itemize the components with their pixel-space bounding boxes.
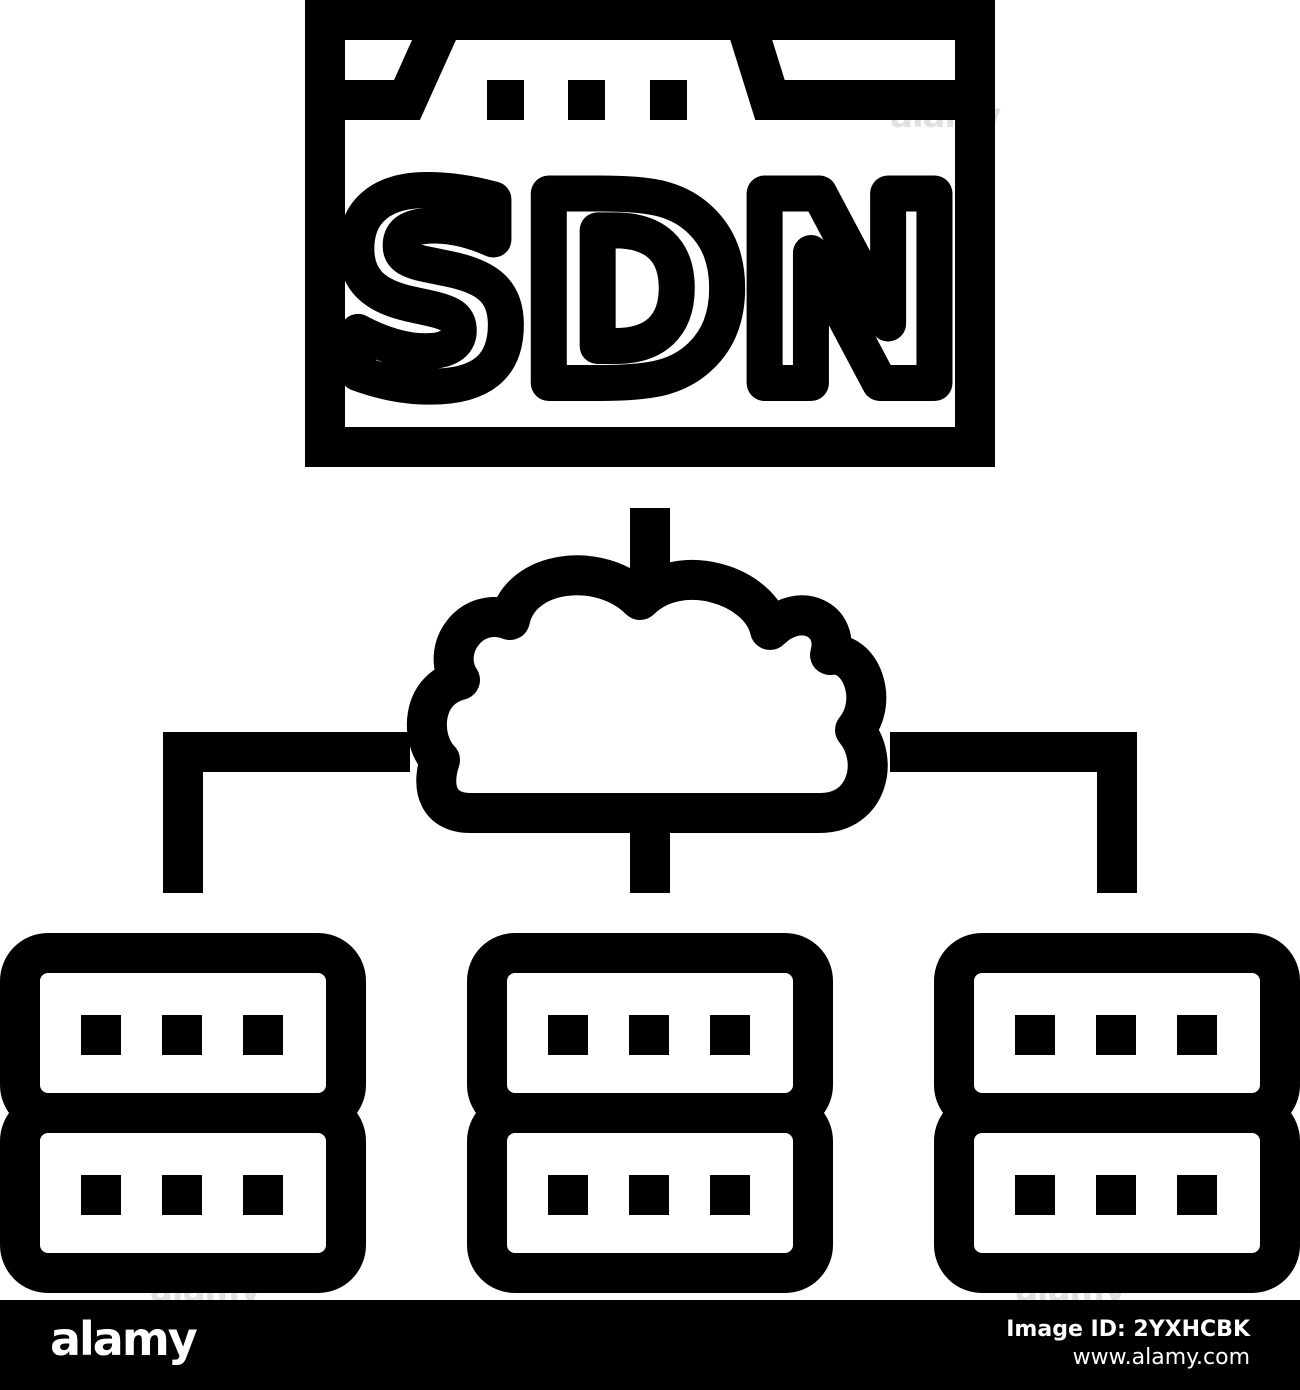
browser-window [305, 0, 995, 467]
tab-left-edge [345, 11, 462, 120]
server-indicator-light [710, 1015, 750, 1055]
server-indicator-light [162, 1015, 202, 1055]
cloud-icon [407, 555, 888, 833]
server-unit [0, 1093, 366, 1293]
server-indicator-light [162, 1175, 202, 1215]
server-rack-center [467, 933, 833, 1293]
server-indicator-light [243, 1175, 283, 1215]
sdn-network-icon: SDN [0, 0, 1300, 1293]
server-indicator-light [81, 1015, 121, 1055]
server-indicator-light [243, 1015, 283, 1055]
server-unit [467, 1093, 833, 1293]
server-indicator-light [629, 1015, 669, 1055]
footer-meta: Image ID: 2YXHCBK www.alamy.com [1006, 1316, 1250, 1372]
sdn-label: SDN [338, 143, 959, 445]
server-indicator-light [1177, 1015, 1217, 1055]
server-rack-left [0, 933, 366, 1293]
link-right [890, 732, 1137, 893]
server-indicator-light [1096, 1175, 1136, 1215]
tab-right-edge [725, 14, 958, 120]
link-left [163, 732, 410, 893]
network-links [163, 732, 1137, 893]
footer-image-id: Image ID: 2YXHCBK [1006, 1317, 1250, 1342]
watermark-text: alamy [890, 96, 1001, 136]
window-dots [487, 80, 687, 120]
server-indicator-light [81, 1175, 121, 1215]
server-indicator-light [629, 1175, 669, 1215]
footer-site: www.alamy.com [1072, 1345, 1250, 1370]
footer-bar [0, 1300, 1300, 1390]
server-indicator-light [548, 1175, 588, 1215]
server-indicator-light [1177, 1175, 1217, 1215]
browser-frame [305, 0, 995, 467]
server-indicator-light [548, 1015, 588, 1055]
footer-brand-logo: alamy [50, 1312, 198, 1366]
server-indicator-light [1015, 1015, 1055, 1055]
server-indicator-light [1015, 1175, 1055, 1215]
server-indicator-light [1096, 1015, 1136, 1055]
server-racks [0, 933, 1300, 1293]
server-indicator-light [710, 1175, 750, 1215]
server-rack-right [934, 933, 1300, 1293]
server-unit [934, 1093, 1300, 1293]
